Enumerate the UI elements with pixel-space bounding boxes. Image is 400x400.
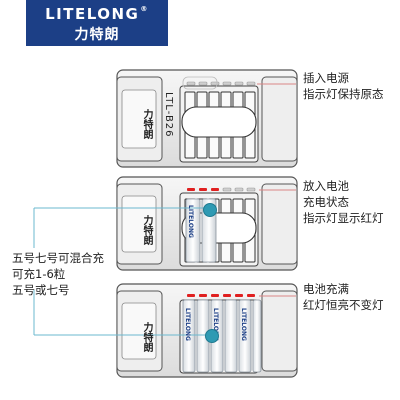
caption-panel-2: 放入电池 充电状态 指示灯显示红灯 [303,179,384,225]
charger-3-brand: 力特朗 [141,322,152,352]
charger-1-model: LTL-B26 [163,92,174,138]
battery-brand-label: LITELONG [240,308,247,341]
side-note: 五号七号可混合充 可充1-6粒 五号或七号 [12,251,104,297]
charger-panel-1 [116,69,298,168]
brand-name-en: LITELONG® [45,5,149,23]
charger-2-brand: 力特朗 [141,215,152,245]
charger-1-brand: 力特朗 [141,109,152,139]
caption-panel-1: 插入电源 指示灯保持原态 [303,71,384,101]
battery-brand-label: LITELONG [212,308,219,341]
charger-panel-3 [116,283,298,378]
brand-logo: LITELONG® 力特朗 [26,0,168,46]
caption-panel-3: 电池充满 红灯恒亮不变灯 [303,282,384,312]
callout-dot [203,203,217,217]
battery-brand-label: LITELONG [184,308,191,341]
battery-brand-label: LITELONG [187,205,194,238]
brand-name-cn: 力特朗 [74,27,120,43]
callout-dot [205,329,219,343]
